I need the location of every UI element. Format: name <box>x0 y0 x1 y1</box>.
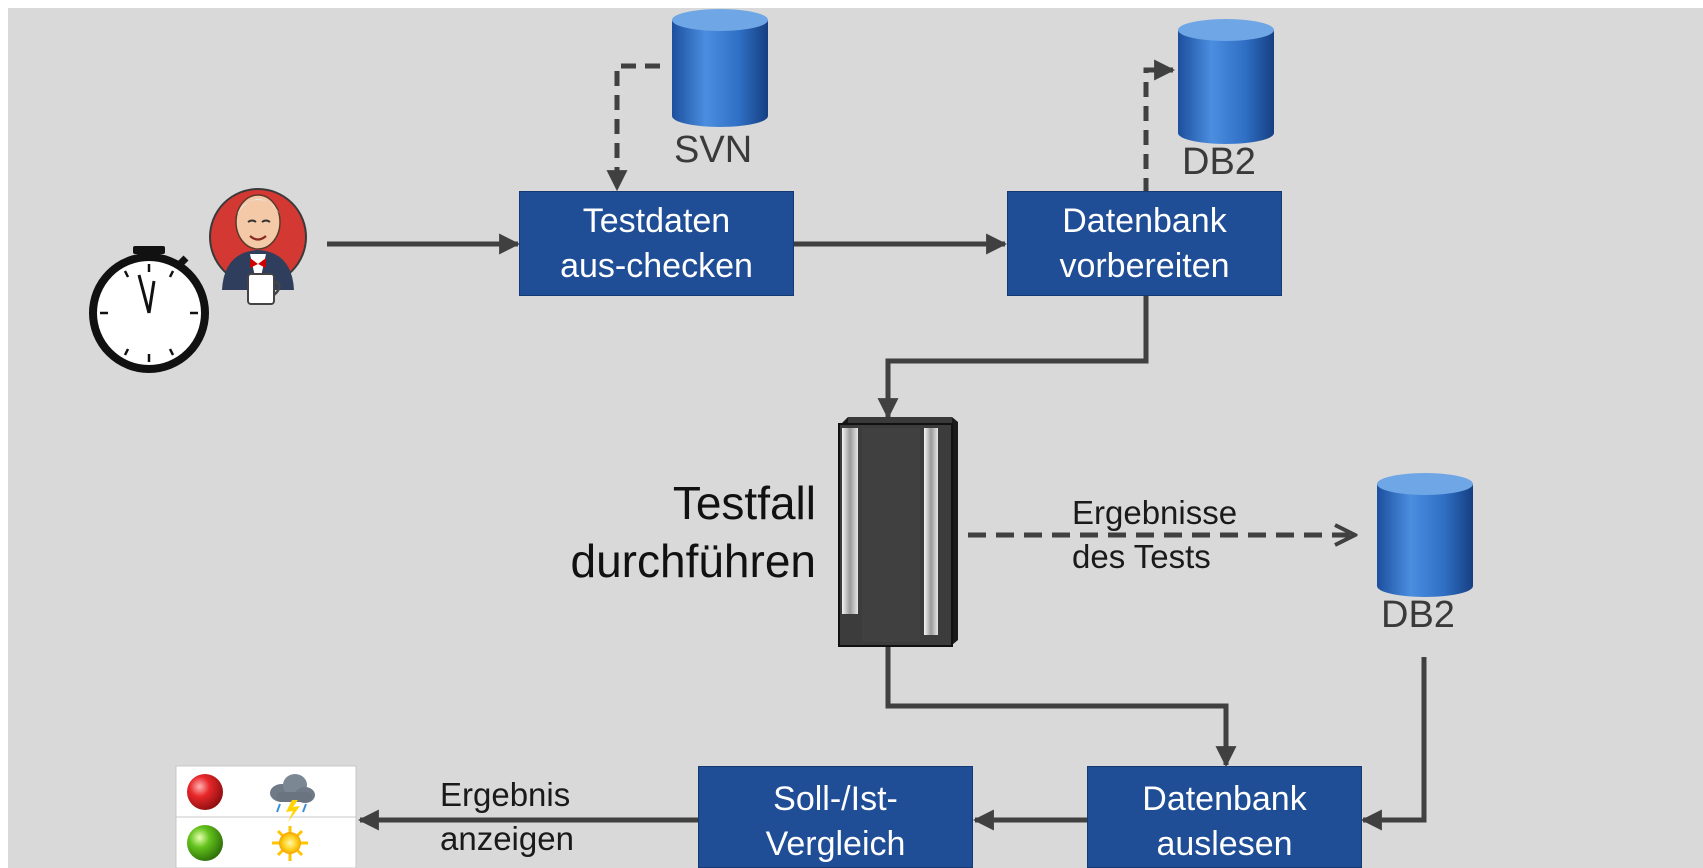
prepare-database-box[interactable]: Datenbank vorbereiten <box>1007 191 1282 296</box>
show-result-label: Ergebnis anzeigen <box>440 776 574 857</box>
arrow-db2-to-readdb <box>1360 657 1427 831</box>
sun-icon <box>272 826 308 861</box>
test-results-label: Ergebnisse des Tests <box>1072 494 1238 575</box>
connectors <box>327 59 1427 831</box>
jenkins-butler-icon <box>209 188 307 305</box>
checkout-testdata-box[interactable]: Testdaten aus-checken <box>519 191 794 296</box>
arrow-test-to-readdb <box>885 645 1237 768</box>
stopwatch-icon <box>89 246 209 373</box>
svn-label: SVN <box>674 129 753 171</box>
cylinder-icon <box>1178 19 1274 144</box>
db2-results-label: DB2 <box>1381 594 1455 636</box>
compare-box[interactable]: Soll-/Ist- Vergleich <box>698 766 973 868</box>
prepare-database-label: Datenbank vorbereiten <box>1059 201 1230 285</box>
green-ball-icon <box>187 825 223 861</box>
red-ball-icon <box>187 774 223 810</box>
compare-label: Soll-/Ist- Vergleich <box>765 780 906 863</box>
read-database-box[interactable]: Datenbank auslesen <box>1087 766 1362 868</box>
arrow-prepare-to-db2 <box>1143 59 1176 193</box>
db2-top-label: DB2 <box>1182 141 1256 183</box>
storm-cloud-icon <box>270 774 315 822</box>
result-status-legend <box>175 765 357 868</box>
cylinder-icon <box>1377 473 1473 597</box>
arrow-svn-to-checkout <box>606 63 660 192</box>
arrow-prepare-to-test <box>877 295 1149 420</box>
server-icon <box>838 417 958 647</box>
cylinder-icon <box>672 9 768 127</box>
read-database-label: Datenbank auslesen <box>1142 780 1307 863</box>
run-testcase-label: Testfall durchführen <box>570 477 817 587</box>
checkout-testdata-label: Testdaten aus-checken <box>560 201 753 285</box>
